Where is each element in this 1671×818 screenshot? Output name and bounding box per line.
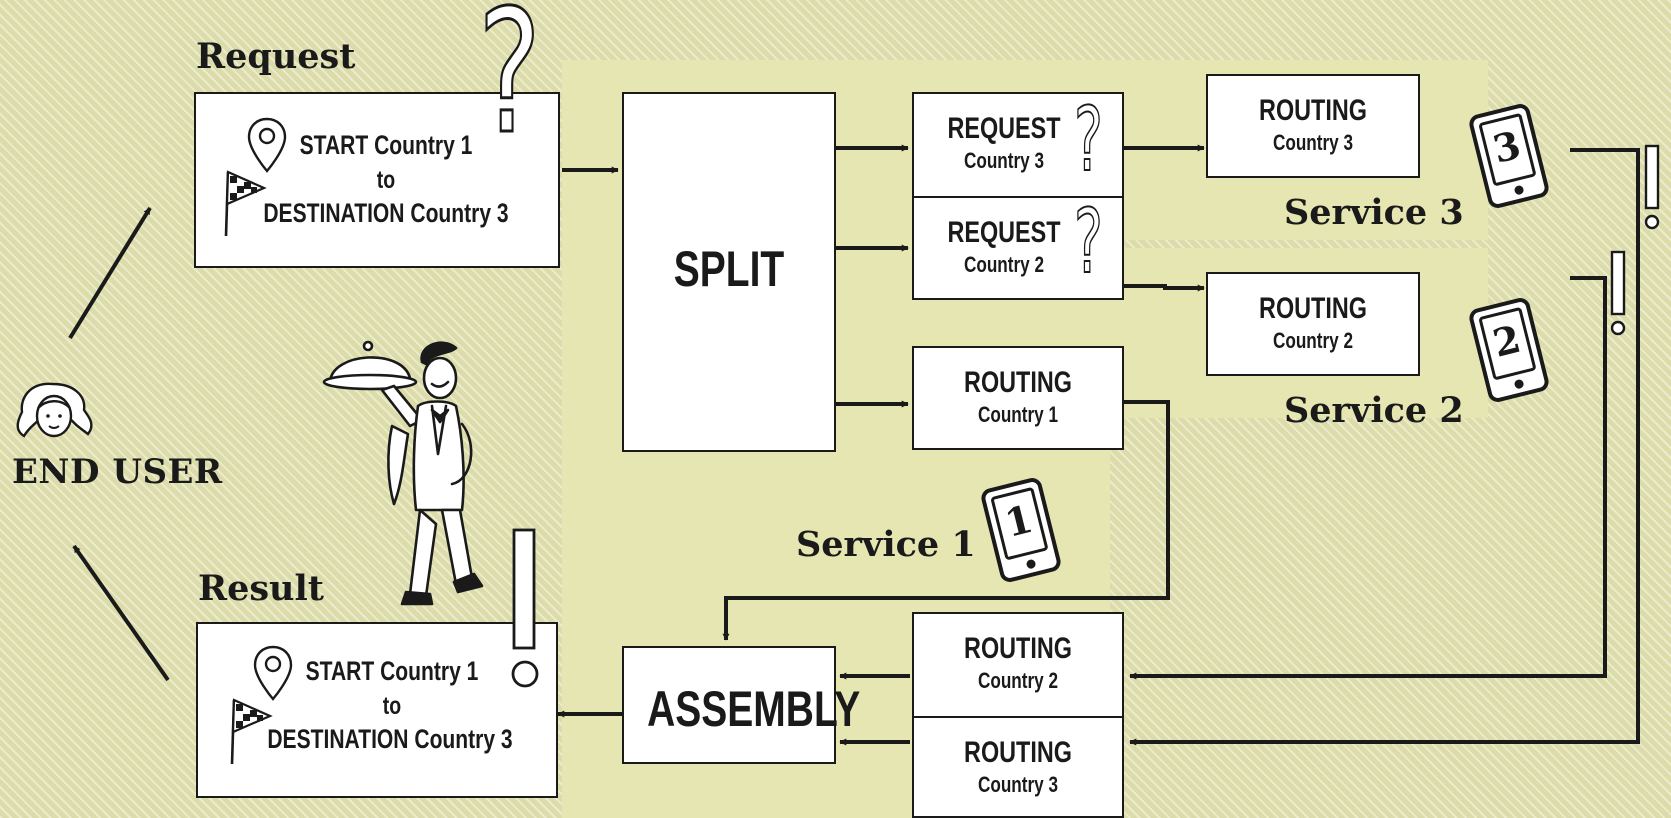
return-routing-c3-sub: Country 3 — [977, 772, 1059, 797]
request-question-mark: ? — [477, 0, 542, 172]
request-country-2-box: REQUEST Country 2 ? — [912, 196, 1124, 300]
arrow-request-c2-to-service-2 — [1124, 284, 1205, 292]
location-pin-icon — [247, 117, 287, 173]
service-2-routing-box: ROUTING Country 2 — [1206, 272, 1420, 376]
end-user-label: END USER — [12, 452, 223, 492]
arrow-service-2-return — [1129, 276, 1607, 680]
checkered-flag-icon — [230, 698, 273, 765]
request-c2-sub: Country 2 — [963, 252, 1045, 277]
service-3-routing-box: ROUTING Country 3 — [1206, 74, 1420, 178]
result-heading: Result — [198, 568, 324, 609]
checkered-flag-icon — [224, 170, 267, 237]
arrow-user-to-request — [68, 206, 152, 340]
request-c2-title: REQUEST — [947, 216, 1061, 249]
service-2-exclamation-icon — [1610, 250, 1626, 336]
routing-c1-sub: Country 1 — [977, 402, 1059, 427]
routing-c1-title: ROUTING — [964, 366, 1072, 399]
location-pin-icon — [253, 645, 293, 701]
phone-button — [1513, 184, 1525, 196]
assembly-box: ASSEMBLY — [622, 646, 861, 764]
result-start: START Country 1 — [305, 656, 479, 686]
request-c3-title: REQUEST — [947, 112, 1061, 145]
request-start: START Country 1 — [299, 130, 473, 160]
split-box: SPLIT — [622, 92, 836, 452]
question-icon: ? — [1073, 190, 1103, 293]
return-routing-c2-title: ROUTING — [964, 632, 1072, 665]
phone-button — [1513, 378, 1525, 390]
return-routing-country-3-box: ROUTING Country 3 — [912, 716, 1124, 818]
routing-country-1-box: ROUTING Country 1 — [912, 346, 1124, 450]
result-exclamation-mark — [511, 528, 539, 688]
service-3-routing-title: ROUTING — [1259, 94, 1367, 127]
assembly-label: ASSEMBLY — [647, 681, 861, 737]
return-routing-c2-sub: Country 2 — [977, 668, 1059, 693]
arrow-result-to-user — [72, 544, 170, 682]
request-heading: Request — [196, 36, 356, 77]
arrow-service-3-return — [1129, 148, 1640, 746]
question-icon: ? — [1073, 88, 1103, 191]
request-c3-sub: Country 3 — [963, 148, 1045, 173]
result-box: START Country 1 to DESTINATION Country 3 — [196, 622, 558, 798]
split-label: SPLIT — [673, 241, 785, 297]
return-routing-c3-title: ROUTING — [964, 736, 1072, 769]
request-box: START Country 1 to DESTINATION Country 3 — [194, 92, 560, 268]
service-2-routing-title: ROUTING — [1259, 292, 1367, 325]
service-2-label: Service 2 — [1284, 390, 1464, 431]
service-3-exclamation-icon — [1644, 144, 1660, 230]
return-routing-country-2-box: ROUTING Country 2 — [912, 612, 1124, 718]
waiter-illustration — [322, 340, 484, 606]
request-to: to — [376, 166, 396, 194]
request-country-3-box: REQUEST Country 3 ? — [912, 92, 1124, 198]
service-1-label: Service 1 — [796, 524, 976, 565]
result-to: to — [382, 692, 402, 720]
phone-button — [1025, 558, 1037, 570]
service-2-routing-sub: Country 2 — [1272, 328, 1354, 353]
user-face-icon — [16, 382, 93, 438]
service-3-routing-sub: Country 3 — [1272, 130, 1354, 155]
service-3-label: Service 3 — [1284, 192, 1464, 233]
result-destination: DESTINATION Country 3 — [267, 724, 513, 754]
arrow-service-1-to-assembly — [722, 400, 1170, 641]
request-destination: DESTINATION Country 3 — [263, 198, 509, 228]
